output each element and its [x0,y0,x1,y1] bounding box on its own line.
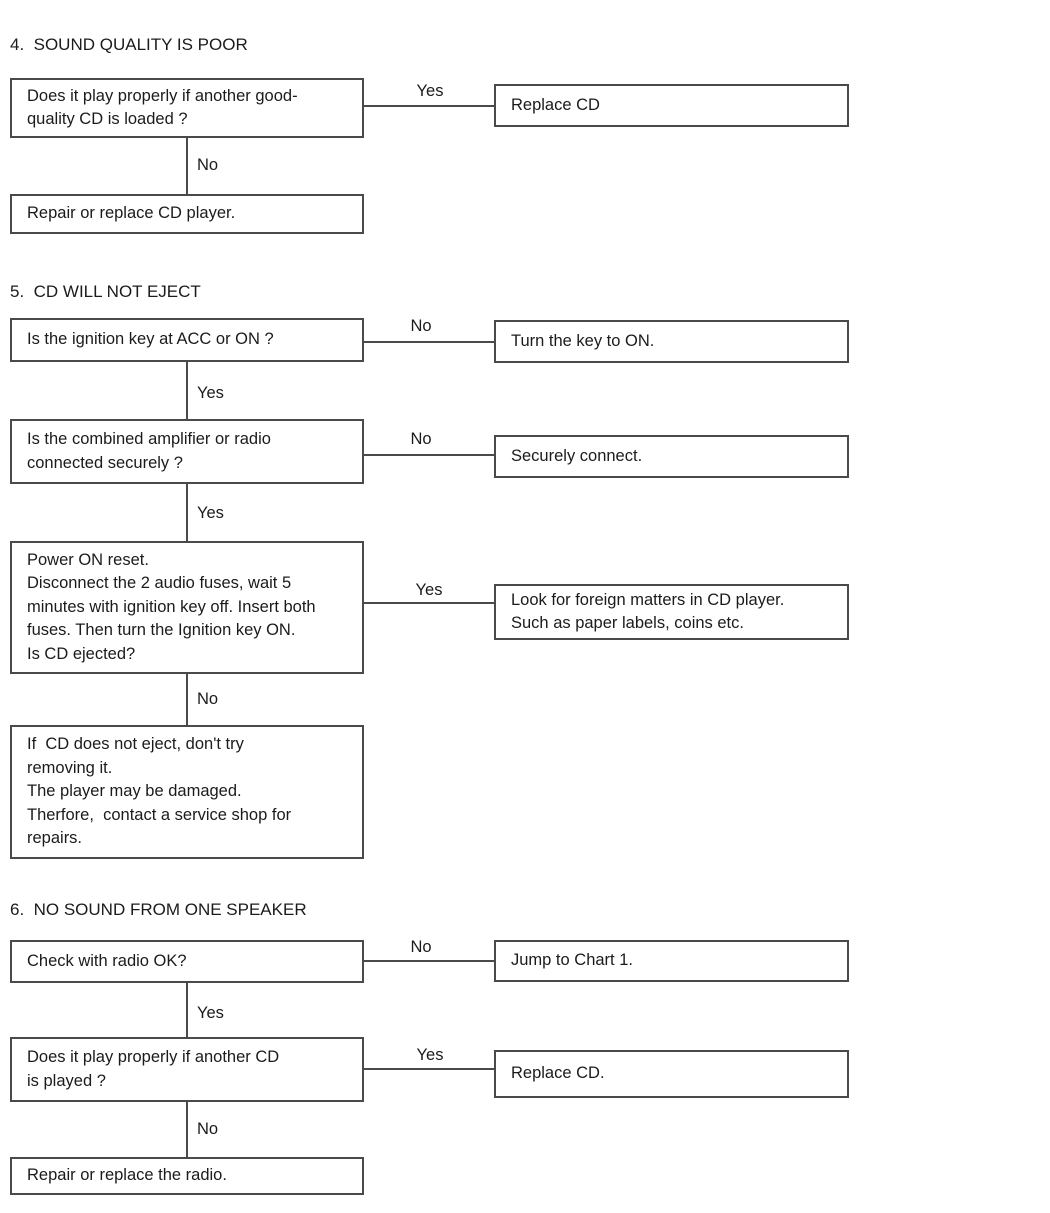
s6-q2-yes-connector-line [364,1068,494,1070]
s5-q1-yes-edge-label: Yes [197,384,224,402]
s5-q2-no-connector-line [364,454,494,456]
s6-q2-yes-edge-label: Yes [416,1046,444,1064]
s5-q3-no-action-box: If CD does not eject, don't try removing… [10,725,364,859]
s5-question3-box: Power ON reset. Disconnect the 2 audio f… [10,541,364,674]
s6-q2-no-action-box: Repair or replace the radio. [10,1157,364,1195]
s5-q3-no-connector-line [186,674,188,725]
s5-q3-yes-connector-line [364,602,494,604]
section-6-title: 6. NO SOUND FROM ONE SPEAKER [10,900,307,919]
s4-question-box: Does it play properly if another good- q… [10,78,364,138]
s5-q3-yes-action-box: Look for foreign matters in CD player. S… [494,584,849,640]
s6-q2-yes-action-box: Replace CD. [494,1050,849,1098]
s6-q1-yes-edge-label: Yes [197,1004,224,1022]
s5-q2-no-edge-label: No [410,430,432,448]
s5-q1-yes-connector-line [186,362,188,419]
s5-q2-yes-edge-label: Yes [197,504,224,522]
s5-q3-no-edge-label: No [197,690,219,708]
s4-no-action-box: Repair or replace CD player. [10,194,364,234]
section-4-title: 4. SOUND QUALITY IS POOR [10,35,248,54]
s4-yes-action-box: Replace CD [494,84,849,127]
s5-q1-no-action-box: Turn the key to ON. [494,320,849,363]
s4-yes-connector-line [364,105,494,107]
s6-question2-box: Does it play properly if another CD is p… [10,1037,364,1102]
s6-q1-no-edge-label: No [410,938,432,956]
s6-q1-no-action-box: Jump to Chart 1. [494,940,849,982]
section-5-title: 5. CD WILL NOT EJECT [10,282,201,301]
s6-q2-no-connector-line [186,1102,188,1157]
s5-q1-no-edge-label: No [410,317,432,335]
s5-question1-box: Is the ignition key at ACC or ON ? [10,318,364,362]
s5-q3-yes-edge-label: Yes [415,581,443,599]
s4-yes-edge-label: Yes [416,82,444,100]
s6-q2-no-edge-label: No [197,1120,219,1138]
s6-question1-box: Check with radio OK? [10,940,364,983]
s5-question2-box: Is the combined amplifier or radio conne… [10,419,364,484]
s5-q2-no-action-box: Securely connect. [494,435,849,478]
s6-q1-no-connector-line [364,960,494,962]
s5-q2-yes-connector-line [186,484,188,541]
s5-q1-no-connector-line [364,341,494,343]
s4-no-connector-line [186,138,188,194]
s6-q1-yes-connector-line [186,983,188,1037]
s4-no-edge-label: No [197,156,219,174]
